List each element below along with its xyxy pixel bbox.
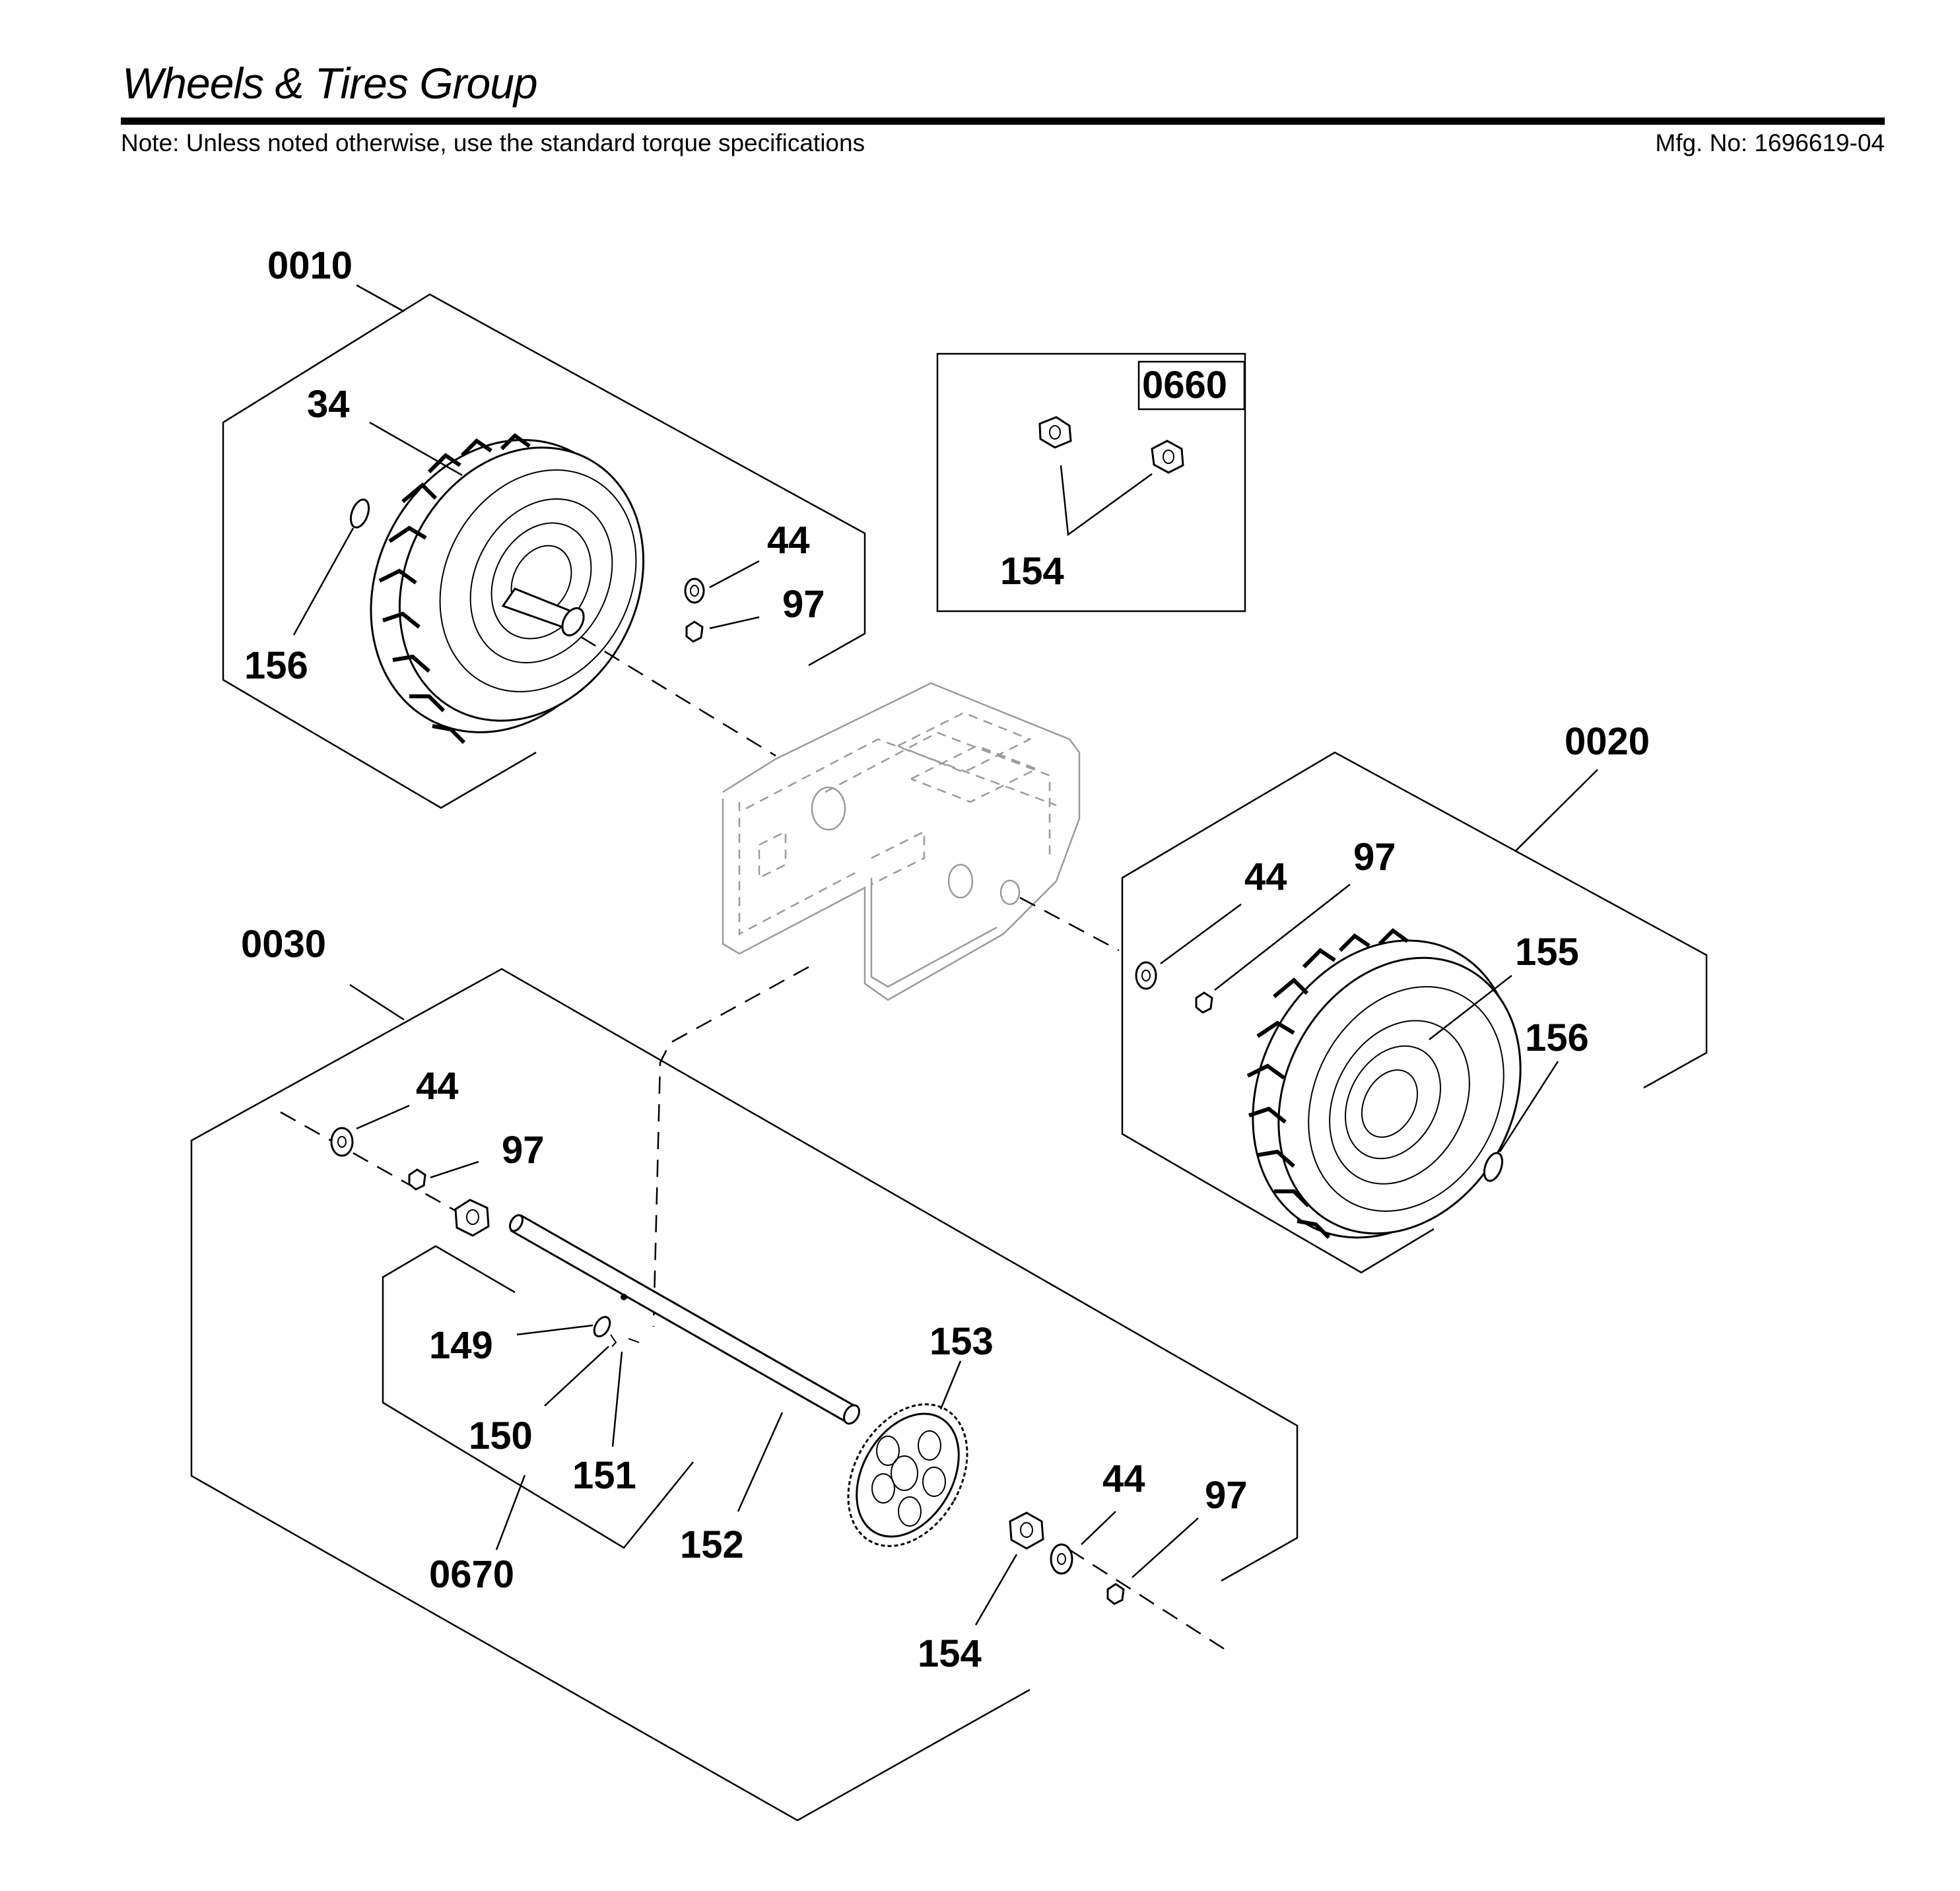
key-149 [593, 1315, 611, 1338]
clip-156-right [1483, 1152, 1504, 1182]
callout-156-a: 156 [244, 644, 308, 687]
callout-152: 152 [680, 1523, 744, 1566]
callout-97-c: 97 [502, 1129, 545, 1172]
axis-0020 [1019, 896, 1120, 952]
leader-154-b [974, 1554, 1018, 1626]
leader-150 [544, 1346, 609, 1407]
group-0670-outline [382, 1245, 694, 1549]
callout-0030: 0030 [241, 923, 326, 966]
nut-97-b [1195, 991, 1213, 1014]
pin-150 [610, 1334, 617, 1347]
callout-149: 149 [429, 1324, 493, 1367]
group-0010: 0010 34 156 [222, 244, 866, 809]
leader-152 [737, 1412, 784, 1512]
callout-44-b: 44 [1244, 855, 1287, 898]
callout-155: 155 [1515, 931, 1579, 974]
leader-149 [516, 1324, 593, 1336]
callout-0010: 0010 [267, 244, 353, 287]
callout-150: 150 [469, 1414, 533, 1457]
group-0030-outline [190, 968, 1299, 1822]
group-0030: 0030 44 97 152 0670 149 [190, 923, 1299, 1822]
bushing-154-c [1009, 1511, 1044, 1550]
leader-155 [1429, 975, 1512, 1040]
callout-156-b: 156 [1525, 1016, 1589, 1059]
washer-44-c [330, 1127, 354, 1157]
label-0660-box [1137, 360, 1246, 411]
callout-44-c: 44 [416, 1065, 459, 1108]
callout-97-a: 97 [782, 583, 825, 626]
leader-0010 [356, 284, 405, 313]
leader-151 [611, 1351, 623, 1447]
clip-156-left [349, 498, 370, 529]
torque-note: Note: Unless noted otherwise, use the st… [121, 129, 865, 156]
nut-97-d [1106, 1583, 1125, 1605]
tire-155 [1246, 928, 1522, 1240]
callout-154-a: 154 [1000, 550, 1064, 593]
group-0010-outline [222, 293, 866, 809]
transmission-housing [722, 682, 1081, 1001]
leader-0030 [349, 983, 405, 1021]
bushing-154-a [1038, 416, 1072, 449]
leader-0670 [495, 1475, 526, 1550]
page-title: Wheels & Tires Group [122, 59, 538, 108]
axis-0030 [652, 966, 809, 1327]
bushing-axle-left [454, 1199, 490, 1237]
callout-151: 151 [572, 1454, 636, 1497]
group-0660-box [936, 352, 1246, 613]
pin-151 [628, 1338, 640, 1343]
leader-154-a [1060, 465, 1153, 537]
leader-44-b [1160, 903, 1242, 965]
title-rule [121, 117, 1885, 125]
callout-44-d: 44 [1102, 1457, 1145, 1500]
group-0020-outline [1121, 751, 1708, 1274]
washer-44-a [684, 578, 705, 604]
callout-153: 153 [929, 1320, 994, 1363]
leader-0020 [1514, 769, 1598, 852]
leader-97-d [1132, 1517, 1199, 1578]
callout-97-b: 97 [1353, 836, 1396, 879]
mfg-number: Mfg. No: 1696619-04 [1655, 129, 1885, 156]
tire-34 [370, 433, 645, 745]
bushing-154-b [1151, 440, 1184, 474]
group-0020: 0020 155 156 44 97 [1121, 720, 1708, 1274]
axis-0030-left [280, 1111, 463, 1216]
callout-0670: 0670 [429, 1553, 514, 1596]
axle-shaft-152 [510, 1214, 859, 1424]
washer-44-d [1050, 1543, 1073, 1575]
callout-154-b: 154 [918, 1632, 982, 1675]
washer-44-b [1135, 961, 1157, 990]
group-0660: 0660 154 [936, 352, 1246, 613]
callout-44-a: 44 [767, 519, 810, 562]
leader-156-a [292, 527, 355, 636]
nut-97-a [685, 620, 704, 643]
leader-44-c [356, 1104, 410, 1130]
leader-44-a [709, 560, 760, 589]
nut-97-c [408, 1168, 426, 1191]
callout-97-d: 97 [1205, 1474, 1248, 1517]
leader-97-b [1214, 884, 1351, 991]
leader-97-c [430, 1160, 479, 1179]
gear-153 [847, 1403, 968, 1547]
leader-97-a [709, 616, 760, 630]
axis-0030-right [1069, 1548, 1232, 1655]
leader-34 [369, 421, 463, 477]
leader-153 [939, 1360, 962, 1410]
axis-0010 [580, 636, 776, 757]
leader-156-b [1499, 1061, 1559, 1152]
callout-34: 34 [307, 383, 350, 426]
callout-0660: 0660 [1142, 364, 1227, 407]
leader-44-d [1081, 1511, 1116, 1545]
callout-0020: 0020 [1565, 720, 1650, 763]
